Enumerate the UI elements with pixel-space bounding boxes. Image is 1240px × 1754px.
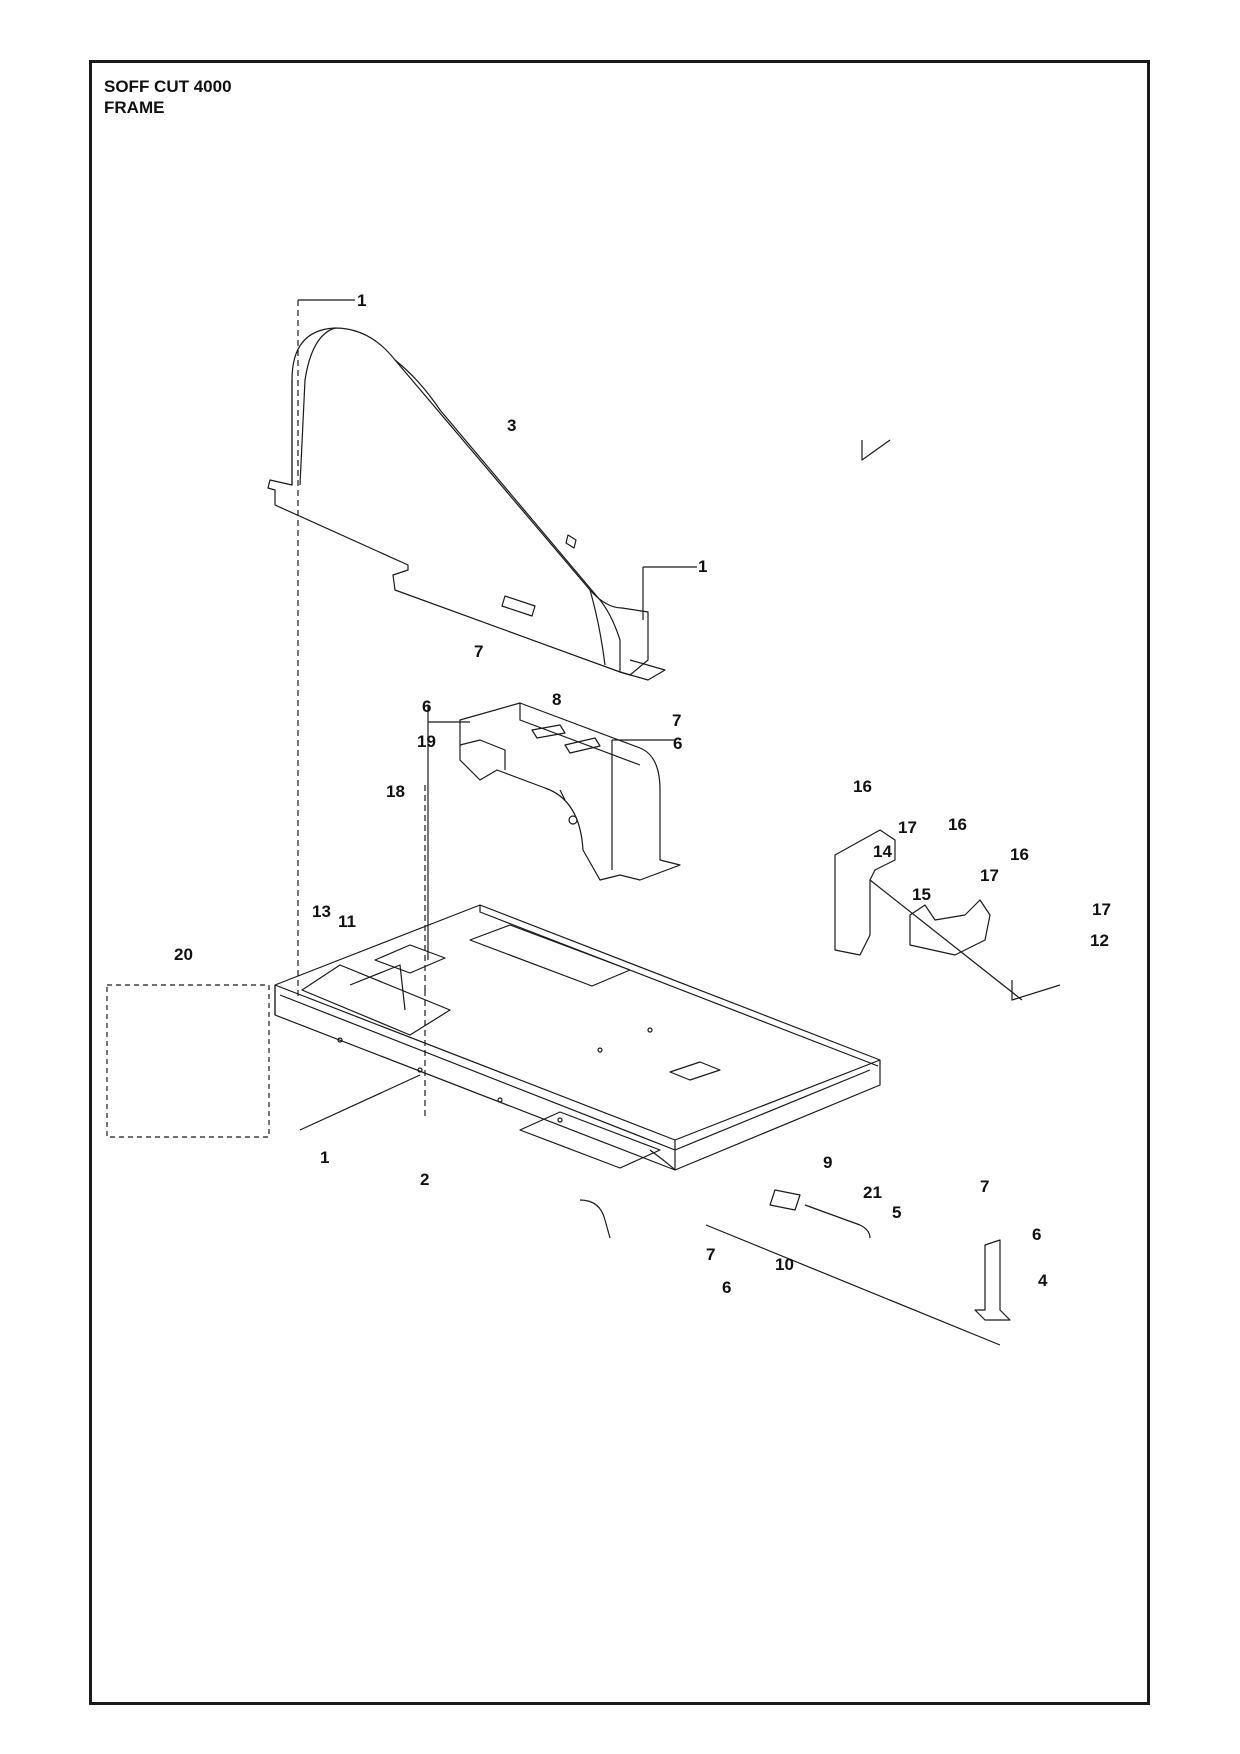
callout: 20 xyxy=(174,945,193,964)
section-name: FRAME xyxy=(104,98,165,117)
callout-labels: 1 3 1 7 6 8 7 6 19 18 11 13 20 16 17 14 … xyxy=(174,291,1111,1297)
callout: 17 xyxy=(980,866,999,885)
callout: 8 xyxy=(552,690,561,709)
callout: 13 xyxy=(312,902,331,921)
callout: 19 xyxy=(417,732,436,751)
callout: 16 xyxy=(948,815,967,834)
callout: 6 xyxy=(1032,1225,1041,1244)
callout: 1 xyxy=(320,1148,329,1167)
callout: 12 xyxy=(1090,931,1109,950)
callout: 3 xyxy=(507,416,516,435)
callout: 16 xyxy=(853,777,872,796)
callout: 7 xyxy=(980,1177,989,1196)
drawing-border xyxy=(89,60,1150,1705)
callout: 17 xyxy=(1092,900,1111,919)
callout: 5 xyxy=(892,1203,901,1222)
model-name: SOFF CUT 4000 xyxy=(104,77,232,96)
callout: 6 xyxy=(673,734,682,753)
tension-spring xyxy=(769,1189,871,1239)
callout: 11 xyxy=(338,912,356,931)
callout: 10 xyxy=(775,1255,794,1274)
callout: 7 xyxy=(706,1245,715,1264)
callout: 21 xyxy=(863,1183,882,1202)
callout: 17 xyxy=(898,818,917,837)
callout: 6 xyxy=(722,1278,731,1297)
belt-guard xyxy=(267,327,666,681)
callout: 2 xyxy=(420,1170,429,1189)
callout: 4 xyxy=(1038,1271,1048,1290)
base-frame xyxy=(274,904,881,1239)
assembly-20-box xyxy=(106,984,270,1138)
strap-4 xyxy=(974,1239,1011,1321)
callout: 7 xyxy=(474,642,483,661)
bracket-15 xyxy=(909,899,991,956)
callout: 15 xyxy=(912,885,931,904)
callout: 1 xyxy=(357,291,366,310)
callout: 9 xyxy=(823,1153,832,1172)
callout: 1 xyxy=(698,557,707,576)
callout: 18 xyxy=(386,782,405,801)
callout: 6 xyxy=(422,697,431,716)
callout: 7 xyxy=(672,711,681,730)
pulley-guard xyxy=(459,702,681,881)
diagram-title: SOFF CUT 4000 FRAME xyxy=(104,76,232,118)
callout: 14 xyxy=(873,842,892,861)
callout: 16 xyxy=(1010,845,1029,864)
